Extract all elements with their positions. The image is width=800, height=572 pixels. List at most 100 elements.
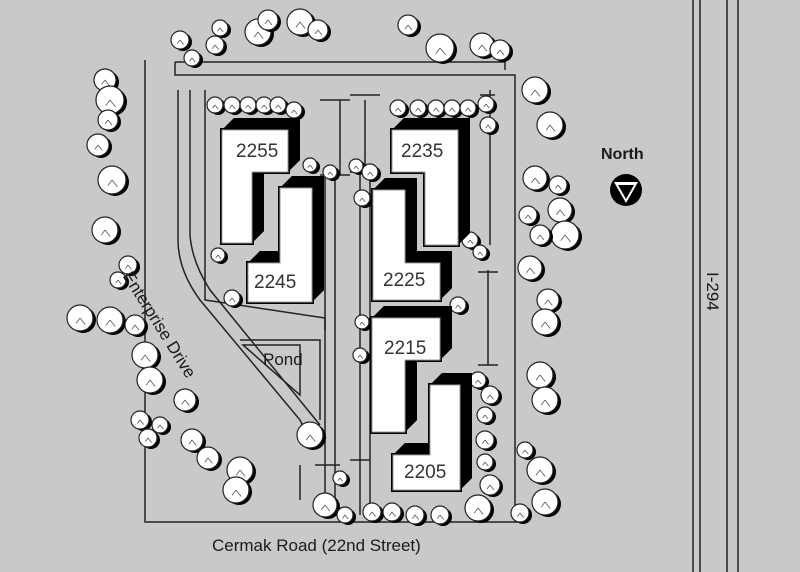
building-outline — [247, 187, 313, 303]
building-2225 — [371, 178, 452, 302]
tree-icon — [211, 19, 231, 38]
tree-branches — [477, 251, 484, 256]
tree-icon — [296, 421, 326, 450]
tree-branches — [215, 254, 222, 259]
tree-branches — [436, 514, 444, 520]
tree-branches — [217, 27, 224, 33]
building-side — [405, 178, 417, 263]
tree-branches — [526, 267, 536, 275]
tree-branches — [531, 177, 541, 185]
tree-branches — [357, 354, 364, 359]
tree-icon — [443, 99, 463, 118]
tree-icon — [312, 492, 340, 519]
building-side — [392, 118, 470, 130]
tree-branches — [144, 437, 152, 443]
tree-icon — [362, 502, 384, 523]
tree-branches — [181, 399, 190, 406]
tree-branches — [415, 107, 422, 113]
tree-icon — [257, 9, 281, 32]
tree-branches — [433, 107, 440, 113]
tree-branches — [522, 449, 529, 455]
tree-branches — [291, 109, 298, 115]
tree-icon — [521, 76, 551, 105]
tree-branches — [235, 469, 246, 477]
tree-icon — [130, 410, 152, 431]
tree-branches — [530, 89, 541, 97]
tree-icon — [475, 430, 497, 451]
tree-icon — [131, 341, 161, 370]
building-2245 — [246, 176, 324, 304]
tree-branches — [115, 279, 122, 285]
tree-branches — [342, 514, 349, 520]
tree-icon — [389, 99, 409, 118]
tree-branches — [465, 107, 472, 113]
tree-icon — [97, 165, 129, 196]
tree-icon — [124, 314, 148, 337]
tree-icon — [302, 157, 320, 174]
tree-icon — [522, 165, 550, 192]
tree-branches — [535, 469, 546, 477]
tree-icon — [518, 205, 540, 226]
tree-icon — [223, 289, 243, 308]
building-side — [440, 251, 452, 300]
tree-branches — [105, 319, 116, 327]
tree-icon — [86, 133, 112, 158]
building-side — [312, 176, 324, 302]
tree-branches — [107, 179, 118, 188]
building-side — [405, 348, 417, 432]
tree-branches — [337, 477, 344, 482]
tree-branches — [321, 504, 331, 512]
tree-icon — [332, 470, 350, 487]
tree-branches — [482, 414, 489, 420]
tree-branches — [481, 439, 489, 445]
tree-icon — [382, 502, 404, 523]
tree-branches — [467, 239, 474, 245]
tree-branches — [404, 24, 413, 31]
building-2205 — [391, 373, 472, 492]
tree-icon — [66, 304, 96, 333]
tree-branches — [305, 434, 316, 442]
building-label-2215: 2215 — [384, 338, 427, 359]
tree-branches — [136, 419, 144, 425]
tree-icon — [464, 494, 494, 523]
building-side — [458, 118, 470, 245]
road-line — [174, 62, 516, 522]
tree-icon — [517, 255, 545, 282]
tree-icon — [96, 306, 126, 335]
tree-branches — [449, 107, 456, 113]
tree-branches — [307, 164, 314, 169]
tree-branches — [367, 171, 374, 177]
tree-icon — [550, 220, 582, 251]
building-label-2235: 2235 — [401, 141, 444, 162]
tree-branches — [189, 57, 196, 63]
tree-icon — [118, 255, 140, 276]
tree-icon — [170, 30, 192, 51]
tree-icon — [196, 446, 222, 471]
tree-icon — [173, 388, 199, 413]
tree-branches — [560, 234, 571, 243]
tree-branches — [176, 39, 184, 45]
road-line — [175, 61, 506, 70]
tree-branches — [544, 299, 553, 306]
tree-icon — [397, 14, 421, 37]
tree-branches — [540, 321, 551, 329]
tree-icon — [151, 416, 171, 435]
tree-branches — [359, 321, 366, 326]
tree-icon — [210, 247, 228, 264]
tree-icon — [479, 474, 503, 497]
tree-branches — [188, 439, 197, 446]
building-side — [372, 306, 452, 318]
tree-branches — [211, 44, 219, 50]
tree-branches — [124, 264, 132, 270]
tree-branches — [395, 107, 402, 113]
tree-icon — [510, 503, 532, 524]
tree-branches — [104, 119, 113, 126]
tree-branches — [101, 79, 110, 86]
tree-branches — [554, 184, 562, 190]
tree-icon — [489, 39, 513, 62]
trees — [66, 8, 582, 526]
building-outline — [392, 384, 461, 491]
tree-icon — [449, 296, 469, 315]
north-label: North — [601, 146, 644, 163]
tree-icon — [361, 163, 381, 182]
